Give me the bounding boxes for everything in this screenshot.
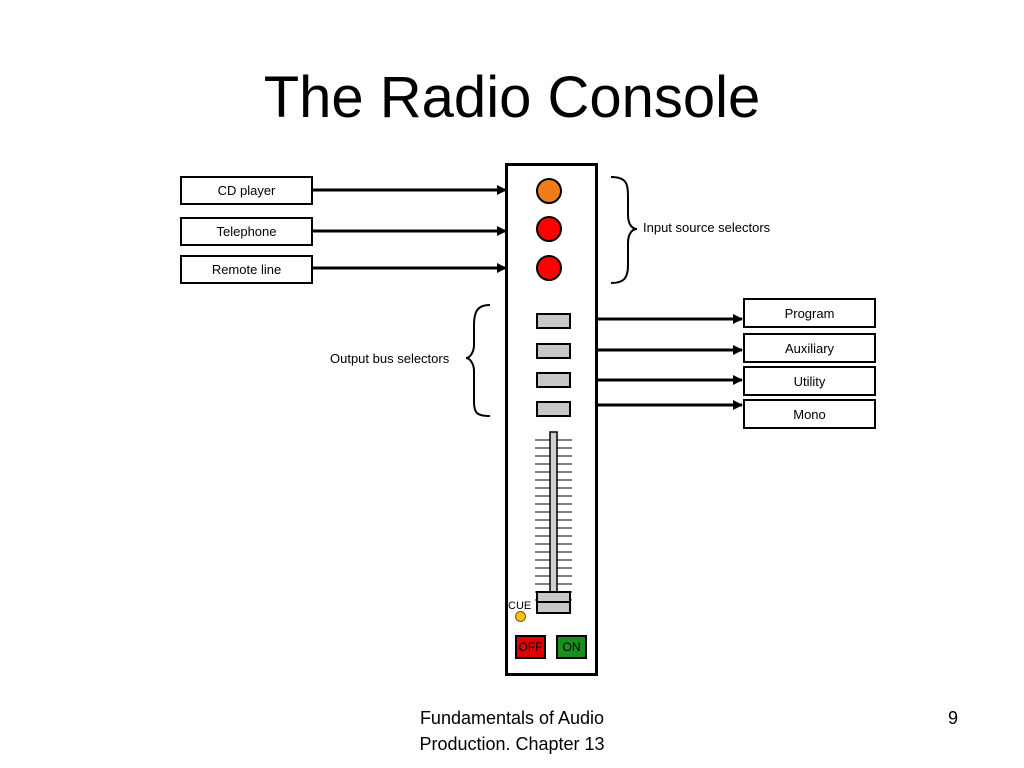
on-button[interactable]: ON [556, 635, 587, 659]
input-bracket-label: Input source selectors [643, 220, 771, 235]
footer-text: Fundamentals of Audio Production. Chapte… [419, 708, 605, 754]
off-button[interactable]: OFF [515, 635, 546, 659]
input-label: Remote line [211, 262, 282, 277]
output-bracket-label: Output bus selectors [330, 351, 450, 366]
fader-slot [549, 431, 558, 603]
fader-scale [535, 431, 572, 603]
output-label: Program [784, 306, 835, 321]
input-label: CD player [217, 183, 276, 198]
input-selector-cd-player[interactable] [536, 178, 562, 204]
output-box-program: Program [743, 298, 876, 328]
input-selector-telephone[interactable] [536, 216, 562, 242]
bus-selector-auxiliary[interactable] [536, 343, 571, 359]
output-box-utility: Utility [743, 366, 876, 396]
output-label: Auxiliary [784, 341, 835, 356]
page-number: 9 [948, 708, 959, 728]
cue-led[interactable] [515, 611, 526, 622]
input-box-remote-line: Remote line [180, 255, 313, 284]
bus-selector-utility[interactable] [536, 372, 571, 388]
bus-selector-mono[interactable] [536, 401, 571, 417]
fader-handle[interactable] [536, 591, 571, 614]
output-label: Mono [793, 407, 826, 422]
output-label: Utility [793, 374, 826, 389]
input-selector-remote-line[interactable] [536, 255, 562, 281]
output-box-mono: Mono [743, 399, 876, 429]
output-brace [465, 304, 491, 417]
input-box-telephone: Telephone [180, 217, 313, 246]
slide-title: The Radio Console [263, 65, 761, 130]
input-label: Telephone [216, 224, 277, 239]
cue-label: CUE [508, 600, 532, 612]
output-box-auxiliary: Auxiliary [743, 333, 876, 363]
input-box-cd-player: CD player [180, 176, 313, 205]
input-brace [610, 176, 638, 284]
bus-selector-program[interactable] [536, 313, 571, 329]
